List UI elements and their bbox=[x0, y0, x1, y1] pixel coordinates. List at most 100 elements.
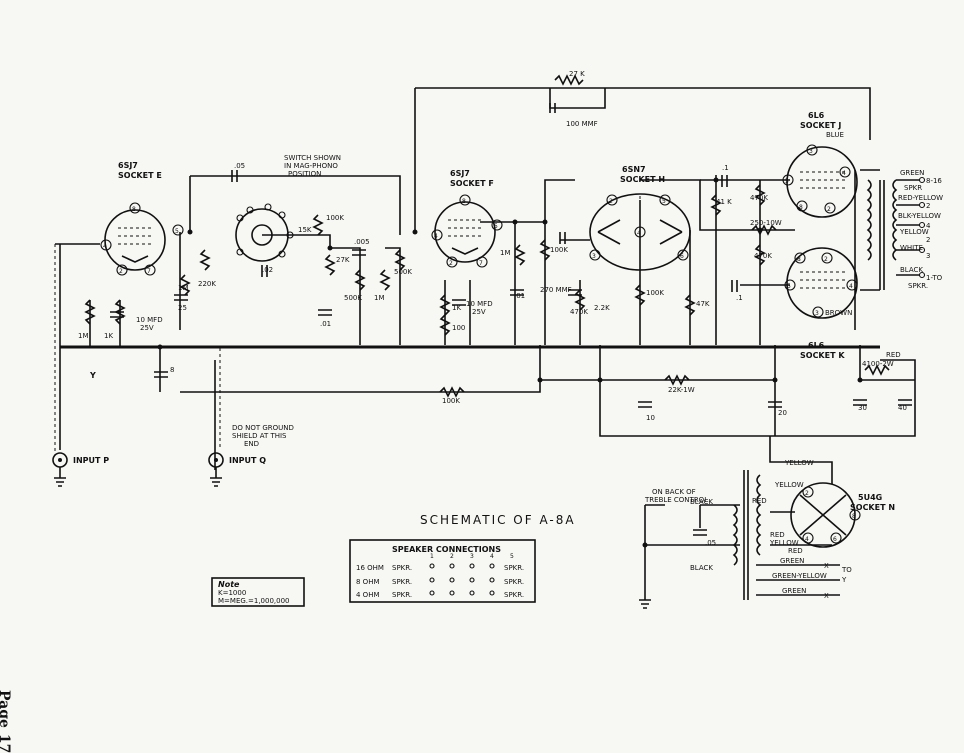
label-r-22k-1w: 22K-1W bbox=[668, 386, 695, 394]
row-spkr2: SPKR. bbox=[504, 564, 524, 572]
row-spkr1: SPKR. bbox=[392, 578, 412, 586]
label-r-470k-a: 470K bbox=[570, 308, 588, 316]
label-c-1-b: .1 bbox=[736, 294, 743, 302]
switch-note-line1: SWITCH SHOWN bbox=[284, 154, 341, 162]
pt-yellow-3: YELLOW bbox=[769, 539, 799, 547]
wire-color-brown: BROWN bbox=[825, 309, 852, 317]
svg-text:2: 2 bbox=[824, 256, 828, 263]
svg-text:5: 5 bbox=[494, 223, 498, 230]
label-r-500k-a: 500K bbox=[344, 294, 362, 302]
tube-v2: 8 4 5 2 7 6SJ7 SOCKET F bbox=[431, 169, 503, 268]
svg-text:5: 5 bbox=[787, 283, 791, 290]
tap-red-yellow: RED-YELLOW bbox=[898, 194, 943, 202]
row-spkr1: SPKR. bbox=[392, 591, 412, 599]
speaker-connections-table: SPEAKER CONNECTIONS 1 2 3 4 5 16 OHM SPK… bbox=[349, 539, 536, 603]
selector-switch: SWITCH SHOWN IN MAG-PHONO POSITION bbox=[235, 154, 341, 262]
tap-8-16: 8-16 bbox=[926, 177, 942, 185]
svg-text:8: 8 bbox=[797, 256, 801, 263]
label-c-20: 20 bbox=[778, 409, 787, 417]
tube-v4-socket: SOCKET J bbox=[800, 121, 841, 130]
pt-black-2: BLACK bbox=[690, 564, 713, 572]
pt-red-2: RED bbox=[770, 531, 785, 539]
label-c-10mfd-b: 10 MFD bbox=[466, 300, 493, 308]
label-r-100: 100 bbox=[452, 324, 465, 332]
tube-v6-socket: SOCKET N bbox=[850, 503, 895, 512]
svg-text:5: 5 bbox=[175, 228, 179, 235]
input-jack-q[interactable]: INPUT Q DO NOT GROUND SHIELD AT THIS END bbox=[208, 424, 294, 478]
tube-v4: 3 4 5 8 2 6L6 SOCKET J BLUE bbox=[782, 111, 858, 218]
svg-text:2: 2 bbox=[827, 206, 831, 213]
svg-text:8: 8 bbox=[852, 513, 856, 520]
label-c-01-b: .01 bbox=[514, 292, 525, 300]
row-spkr2: SPKR. bbox=[504, 578, 524, 586]
tap-number-1: 1 bbox=[430, 553, 434, 560]
tube-envelope bbox=[434, 201, 496, 263]
label-r-1m-c: 1M bbox=[374, 294, 385, 302]
label-c-30: 30 bbox=[858, 404, 867, 412]
svg-text:3: 3 bbox=[815, 310, 819, 317]
schematic-title: SCHEMATIC OF A-8A bbox=[420, 513, 576, 527]
to-x-2: X bbox=[824, 592, 829, 600]
tap-2a: 2 bbox=[926, 202, 930, 210]
tap-3: 3 bbox=[926, 252, 930, 260]
label-r-1m-a: 1M bbox=[78, 332, 89, 340]
pt-yellow-2: YELLOW bbox=[774, 481, 804, 489]
tap-2b: 2 bbox=[926, 236, 930, 244]
svg-text:4: 4 bbox=[434, 233, 438, 240]
tube-v1-type: 6SJ7 bbox=[118, 161, 138, 170]
row-spkr1: SPKR. bbox=[392, 564, 412, 572]
label-r-100k-a: 100K bbox=[326, 214, 344, 222]
do-not-ground-line3: END bbox=[244, 440, 259, 448]
svg-text:8: 8 bbox=[799, 204, 803, 211]
tube-v3-socket: SOCKET H bbox=[620, 175, 665, 184]
svg-text:6: 6 bbox=[680, 253, 684, 260]
capacitors bbox=[110, 103, 912, 536]
page-word: Page bbox=[0, 690, 12, 728]
on-back-line2: TREBLE CONTROL bbox=[644, 496, 708, 504]
output-transformer bbox=[866, 176, 926, 290]
label-r-15k: 15K bbox=[298, 226, 312, 234]
label-r-470k-c: 470K bbox=[754, 252, 772, 260]
tap-number-4: 4 bbox=[490, 553, 494, 560]
wire-color-red: RED bbox=[886, 351, 901, 359]
svg-text:4: 4 bbox=[103, 243, 107, 250]
speaker-table-header: SPEAKER CONNECTIONS bbox=[392, 545, 501, 554]
note-heading: Note bbox=[218, 580, 240, 589]
svg-text:8: 8 bbox=[462, 198, 466, 205]
pt-green-2: GREEN bbox=[782, 587, 806, 595]
to-label: TO bbox=[841, 566, 852, 574]
note-line2: M=MEG.=1,000,000 bbox=[218, 597, 290, 605]
tap-number-3: 3 bbox=[470, 553, 474, 560]
junction-dots bbox=[157, 177, 863, 548]
label-r-47k-a: 47K bbox=[696, 300, 710, 308]
label-r-100k-d: 100K bbox=[442, 397, 460, 405]
tube-v3: 2 5 3 4 6 6SN7 SOCKET H bbox=[589, 165, 691, 271]
pt-green-1: GREEN bbox=[780, 557, 804, 565]
tube-v6-type: 5U4G bbox=[858, 493, 882, 502]
ground-symbols bbox=[54, 477, 651, 609]
label-c-02: .02 bbox=[262, 266, 273, 274]
wire-color-blue: BLUE bbox=[826, 131, 844, 139]
resistors bbox=[84, 74, 890, 398]
label-r-1m-d: 1M bbox=[500, 249, 511, 257]
label-c-1-top: .1 bbox=[722, 164, 729, 172]
row-ohm: 8 OHM bbox=[356, 578, 380, 586]
tube-envelope bbox=[589, 193, 691, 271]
label-c-40: 40 bbox=[898, 404, 907, 412]
label-c-05-b: .05 bbox=[705, 539, 716, 547]
input-p-label: INPUT P bbox=[73, 456, 109, 465]
tube-v5: 8 2 5 4 3 BROWN 6L6 SOCKET K RED bbox=[784, 247, 901, 360]
label-c-100mmf: 100 MMF bbox=[566, 120, 598, 128]
svg-text:2: 2 bbox=[119, 268, 123, 275]
label-r-41k: 41 K bbox=[716, 198, 732, 206]
tube-envelope bbox=[786, 146, 858, 218]
input-jack-p[interactable]: INPUT P bbox=[52, 452, 109, 478]
tube-v1: 8 4 5 2 7 6SJ7 SOCKET E bbox=[100, 161, 184, 276]
label-r-4100-2w: 4100-2W bbox=[862, 360, 894, 368]
label-r-470k-b: 470K bbox=[750, 194, 768, 202]
label-25v-a: 25V bbox=[140, 324, 154, 332]
note-box: Note K=1000 M=MEG.=1,000,000 bbox=[211, 577, 305, 607]
tube-v3-type: 6SN7 bbox=[622, 165, 646, 174]
pt-red-1: RED bbox=[752, 497, 767, 505]
svg-text:7: 7 bbox=[479, 260, 483, 267]
